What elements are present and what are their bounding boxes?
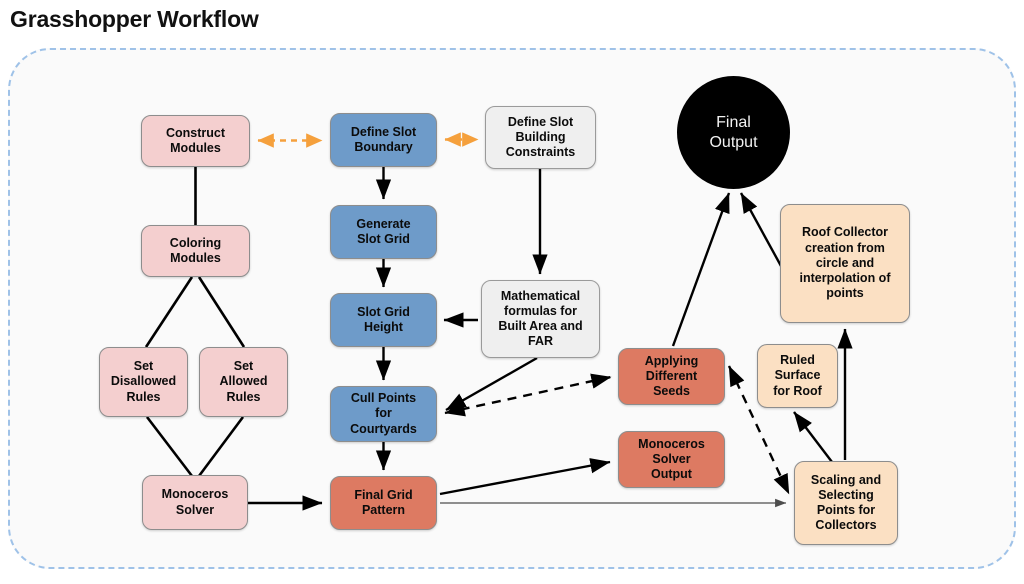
node-set-allowed-rules[interactable]: Set Allowed Rules xyxy=(199,347,288,417)
page-title: Grasshopper Workflow xyxy=(10,6,259,32)
node-generate-slot-grid[interactable]: Generate Slot Grid xyxy=(330,205,437,259)
node-define-slot-constraints[interactable]: Define Slot Building Constraints xyxy=(485,106,596,169)
node-label: Final Output xyxy=(709,113,758,151)
node-label: Coloring Modules xyxy=(169,235,222,265)
node-final-output[interactable]: Final Output xyxy=(677,76,790,189)
node-label: Slot Grid Height xyxy=(357,304,410,334)
node-label: Set Allowed Rules xyxy=(219,359,268,404)
node-label: Roof Collector creation from circle and … xyxy=(799,225,891,301)
node-label: Ruled Surface for Roof xyxy=(773,353,822,398)
node-set-disallowed-rules[interactable]: Set Disallowed Rules xyxy=(99,347,188,417)
node-roof-collector-creation[interactable]: Roof Collector creation from circle and … xyxy=(780,204,910,323)
node-label: Monoceros Solver Output xyxy=(638,436,705,482)
node-label: Cull Points for Courtyards xyxy=(350,391,417,436)
node-define-slot-boundary[interactable]: Define Slot Boundary xyxy=(330,113,437,167)
node-label: Define Slot Building Constraints xyxy=(505,114,576,160)
node-coloring-modules[interactable]: Coloring Modules xyxy=(141,225,250,277)
node-label: Monoceros Solver xyxy=(161,487,229,517)
node-label: Set Disallowed Rules xyxy=(110,359,177,404)
node-monoceros-solver[interactable]: Monoceros Solver xyxy=(142,475,248,530)
node-label: Applying Different Seeds xyxy=(644,353,699,399)
node-final-grid-pattern[interactable]: Final Grid Pattern xyxy=(330,476,437,530)
node-label: Final Grid Pattern xyxy=(354,487,413,517)
node-label: Construct Modules xyxy=(165,125,226,155)
node-ruled-surface-for-roof[interactable]: Ruled Surface for Roof xyxy=(757,344,838,408)
node-applying-different-seeds[interactable]: Applying Different Seeds xyxy=(618,348,725,405)
node-scaling-selecting-points[interactable]: Scaling and Selecting Points for Collect… xyxy=(794,461,898,545)
node-math-formulas-far[interactable]: Mathematical formulas for Built Area and… xyxy=(481,280,600,358)
node-monoceros-solver-output[interactable]: Monoceros Solver Output xyxy=(618,431,725,488)
node-slot-grid-height[interactable]: Slot Grid Height xyxy=(330,293,437,347)
node-cull-points-courtyards[interactable]: Cull Points for Courtyards xyxy=(330,386,437,442)
node-label: Generate Slot Grid xyxy=(356,216,411,246)
node-label: Mathematical formulas for Built Area and… xyxy=(498,288,583,349)
node-label: Define Slot Boundary xyxy=(350,124,417,154)
node-label: Scaling and Selecting Points for Collect… xyxy=(810,472,882,533)
node-construct-modules[interactable]: Construct Modules xyxy=(141,115,250,167)
